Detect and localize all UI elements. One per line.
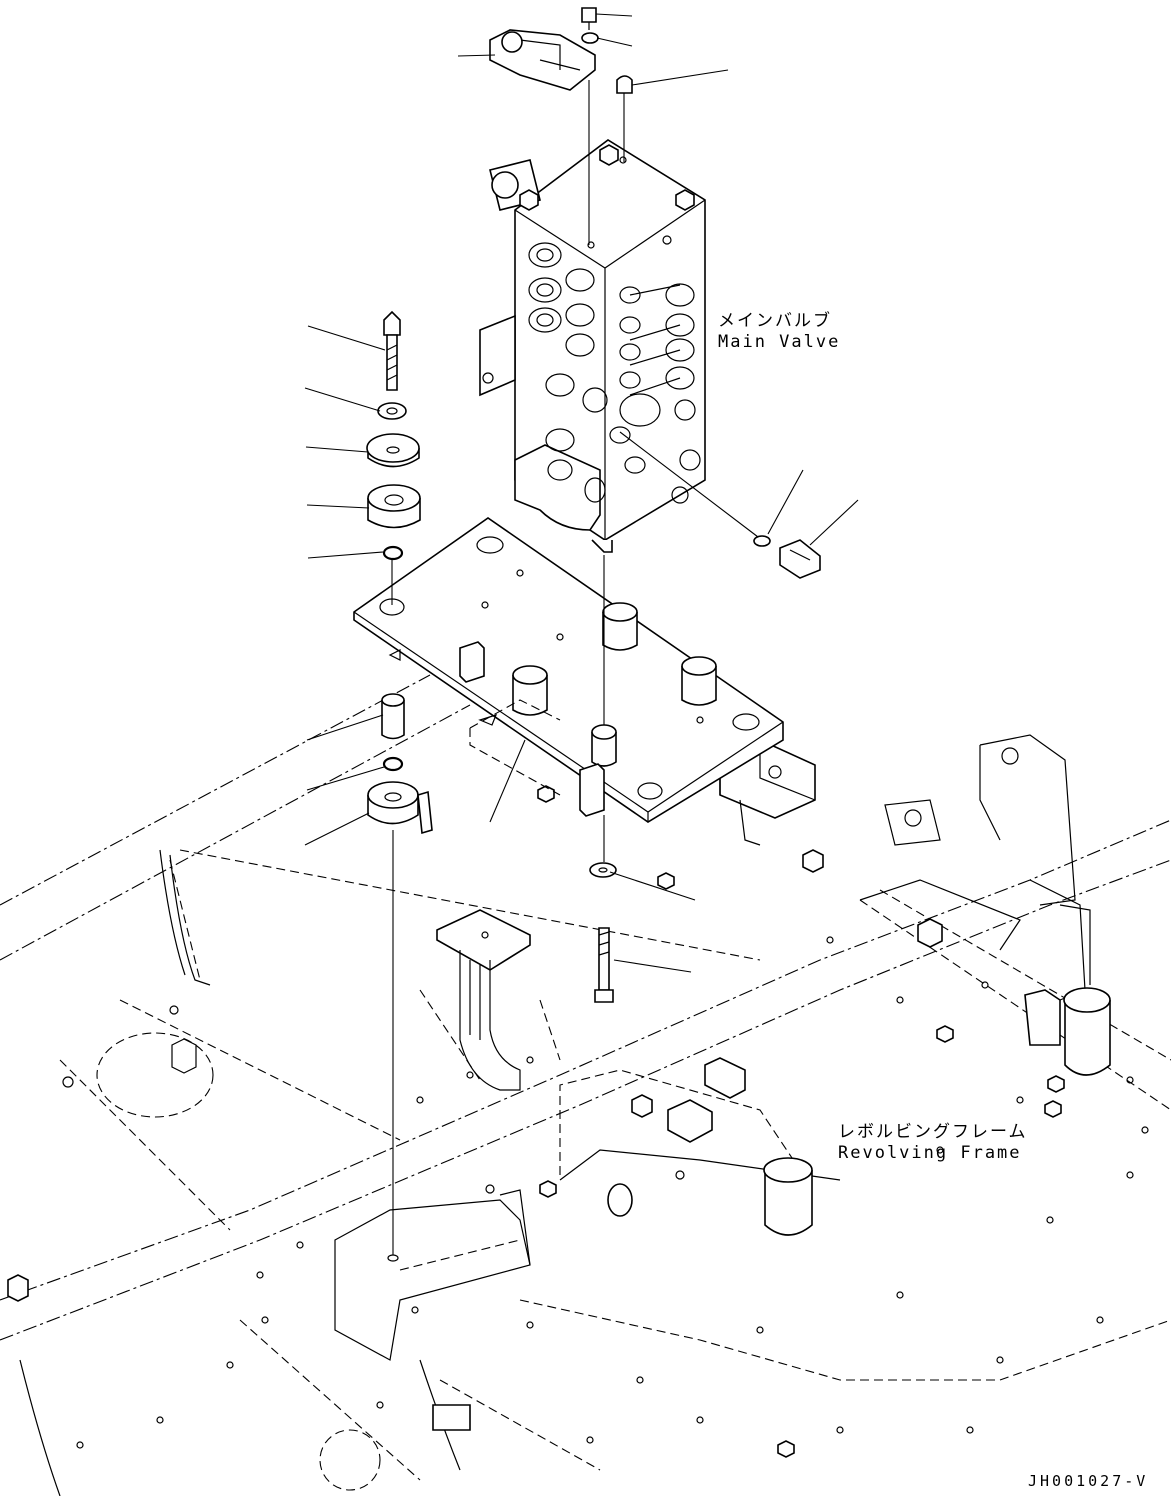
main-valve-label-jp: メインバルブ [718, 311, 832, 331]
main-valve [479, 139, 706, 553]
center-mount-stack [589, 555, 617, 1003]
leader-lines [304, 13, 859, 973]
revolving-frame-label-jp: レボルビングフレーム [838, 1122, 1028, 1142]
revolving-frame-label-en: Revolving Frame [838, 1143, 1022, 1163]
drawing-code: JH001027-V [1028, 1472, 1149, 1490]
valve-mounting-plate [353, 517, 784, 823]
valve-top-parts [489, 7, 633, 245]
main-valve-label-en: Main Valve [718, 332, 841, 352]
left-mount-stack [366, 310, 433, 1262]
pressure-sensor-parts [619, 431, 821, 579]
